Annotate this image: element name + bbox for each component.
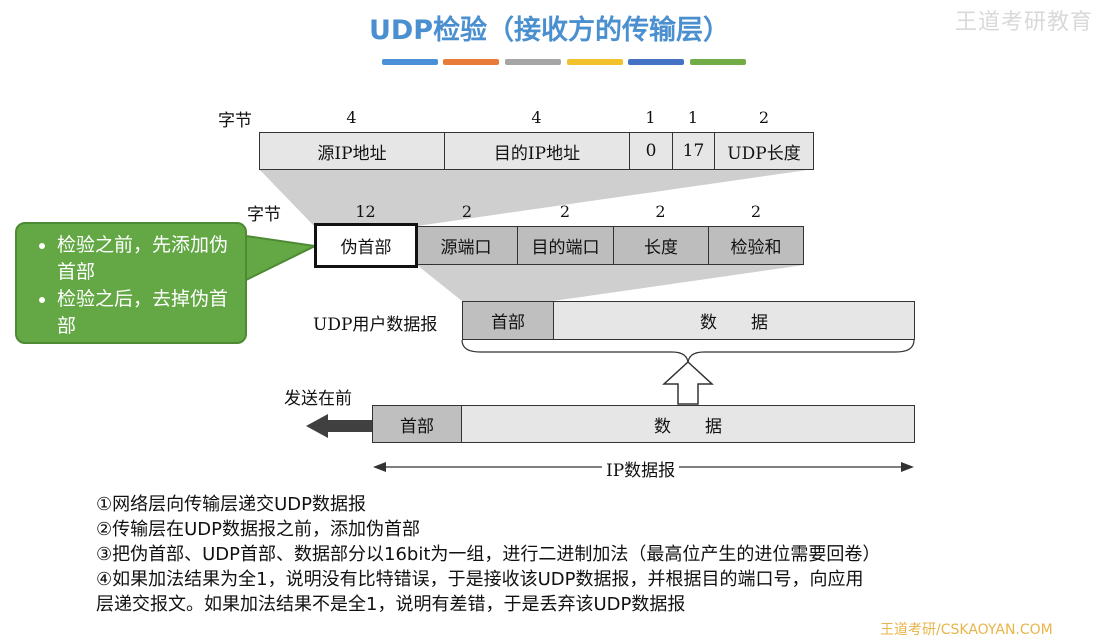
udp-byte-count: 2 (461, 202, 473, 221)
udp-field-src-port: 源端口 (414, 226, 518, 265)
page-title: UDP检验（接收方的传输层） (368, 15, 731, 46)
callout-box: 检验之前，先添加伪首部 检验之后，去掉伪首部 (15, 222, 247, 344)
color-bar-6 (690, 59, 746, 65)
pseudo-field-zero: 0 (629, 132, 673, 170)
pseudo-field-dst-ip: 目的IP地址 (444, 132, 630, 170)
udp-byte-count: 2 (655, 202, 666, 221)
callout-pointer (245, 234, 319, 282)
left-arrow-icon (306, 414, 372, 438)
steps-list: ①网络层向传输层递交UDP数据报 ②传输层在UDP数据报之前，添加伪首部 ③把伪… (96, 492, 1086, 617)
step-line: ②传输层在UDP数据报之前，添加伪首部 (96, 519, 421, 540)
pseudo-byte-count: 4 (531, 108, 542, 127)
color-bar-2 (443, 59, 499, 65)
send-first-label: 发送在前 (284, 389, 352, 409)
pseudo-byte-count: 4 (346, 108, 357, 127)
udp-datagram-label: UDP用户数据报 (313, 315, 438, 335)
pseudo-field-protocol: 17 (672, 132, 715, 170)
udp-datagram-data: 数 据 (553, 301, 915, 340)
pseudo-byte-count: 1 (645, 108, 656, 127)
pseudo-byte-count: 2 (758, 108, 770, 127)
udp-field-pseudo-header: 伪首部 (314, 223, 418, 268)
span-arrow-right-icon (901, 462, 914, 472)
step-line: ④如果加法结果为全1，说明没有比特错误，于是接收该UDP数据报，并根据目的端口号… (96, 569, 864, 590)
udp-byte-count: 12 (355, 202, 376, 221)
pseudo-field-src-ip: 源IP地址 (259, 132, 445, 170)
pseudo-header-expansion (259, 169, 814, 226)
udp-field-dst-port: 目的端口 (517, 226, 614, 265)
udp-byte-count: 2 (750, 202, 762, 221)
color-bar-3 (505, 59, 561, 65)
ip-datagram-data: 数 据 (461, 405, 915, 443)
callout-item: 检验之前，先添加伪首部 (57, 232, 245, 286)
span-arrow-left-icon (373, 462, 386, 472)
color-bar-5 (628, 59, 684, 65)
udp-field-length: 长度 (613, 226, 709, 265)
udp-field-checksum: 检验和 (708, 226, 804, 265)
udp-header-expansion (417, 265, 804, 301)
ip-datagram-span-label: IP数据报 (602, 456, 680, 481)
udp-byte-count: 2 (559, 202, 571, 221)
color-bar-4 (567, 59, 623, 65)
udp-bytes-label: 字节 (247, 205, 281, 225)
step-line: ①网络层向传输层递交UDP数据报 (96, 494, 367, 515)
up-arrow-icon (662, 360, 714, 405)
ip-datagram-header: 首部 (372, 405, 462, 443)
watermark: 王道考研教育 (954, 10, 1093, 35)
color-bar-1 (382, 59, 438, 65)
pseudo-bytes-label: 字节 (218, 111, 252, 131)
pseudo-byte-count: 1 (687, 108, 699, 127)
footer-brand: 王道考研/CSKAOYAN.COM (880, 622, 1053, 638)
udp-datagram-brace (461, 339, 915, 365)
callout-item: 检验之后，去掉伪首部 (57, 286, 245, 340)
pseudo-field-udp-length: UDP长度 (714, 132, 814, 170)
udp-datagram-header: 首部 (462, 301, 554, 340)
step-line: ③把伪首部、UDP首部、数据部分以16bit为一组，进行二进制加法（最高位产生的… (96, 544, 881, 565)
step-line: 层递交报文。如果加法结果不是全1，说明有差错，于是丢弃该UDP数据报 (96, 594, 686, 615)
